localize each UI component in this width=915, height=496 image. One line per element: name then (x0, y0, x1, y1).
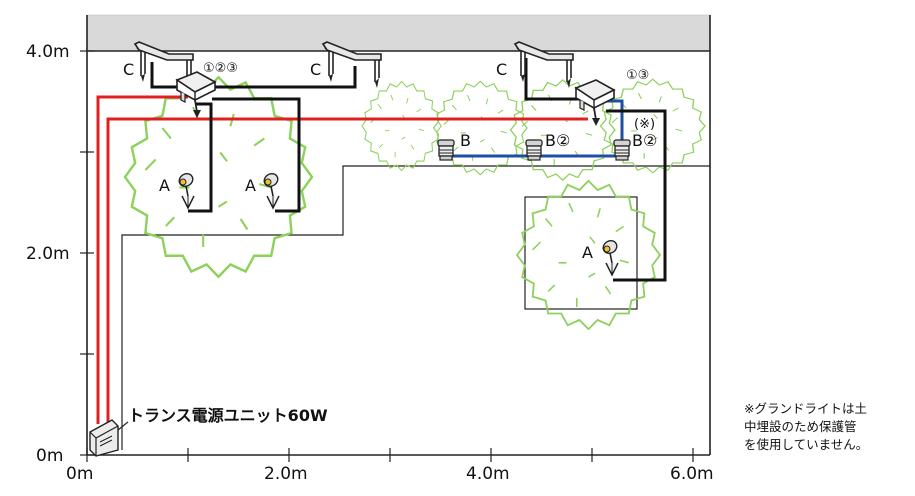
transformer-label: トランス電源ユニット60W (128, 406, 328, 425)
b-light-2 (525, 139, 543, 161)
b-light-1 (437, 139, 455, 161)
terrace-outline (121, 165, 710, 450)
shrub-3 (432, 80, 528, 176)
red-cable (96, 95, 588, 424)
axis-ticks (80, 50, 694, 462)
a-label-1: A (159, 176, 170, 195)
y-label-0m: 0m (36, 446, 63, 466)
plot-frame (86, 15, 711, 456)
x-label-4m: 4.0m (466, 464, 510, 484)
x-label-2m: 2.0m (264, 464, 308, 484)
black-cable (150, 58, 667, 282)
x-label-6m: 6.0m (670, 464, 714, 484)
b-light-3 (613, 139, 631, 161)
shrub-1 (123, 76, 314, 278)
c-label-1: C (123, 60, 134, 79)
a-light-3 (600, 237, 620, 276)
junction-box-1 (176, 71, 216, 119)
a-label-2: A (245, 176, 256, 195)
c-label-3: C (496, 60, 507, 79)
footnote-line-3: を使用していません。 (744, 437, 869, 452)
y-label-4m: 4.0m (26, 42, 70, 62)
junction-label-1: ①②③ (203, 61, 238, 76)
junction-label-2: ①③ (626, 68, 649, 83)
b-label-2: B② (545, 131, 570, 150)
a-label-3: A (582, 243, 593, 262)
y-label-2m: 2.0m (26, 244, 70, 264)
a-light-2 (261, 170, 281, 209)
b-label-3: B② (632, 131, 657, 150)
footnote: ※グランドライトは土 中埋設のため保護管 を使用していません。 (744, 400, 914, 454)
shrub-2 (361, 80, 442, 172)
footnote-line-1: ※グランドライトは土 (744, 401, 867, 416)
building-band (86, 14, 711, 52)
c-label-2: C (310, 60, 321, 79)
a-light-1 (176, 170, 196, 209)
x-label-0m: 0m (66, 464, 93, 484)
star-mark: (※) (634, 117, 655, 132)
b-label-1: B (460, 131, 471, 150)
footnote-line-2: 中埋設のため保護管 (744, 419, 857, 434)
planter-box (524, 196, 638, 310)
transformer-unit (89, 419, 129, 457)
